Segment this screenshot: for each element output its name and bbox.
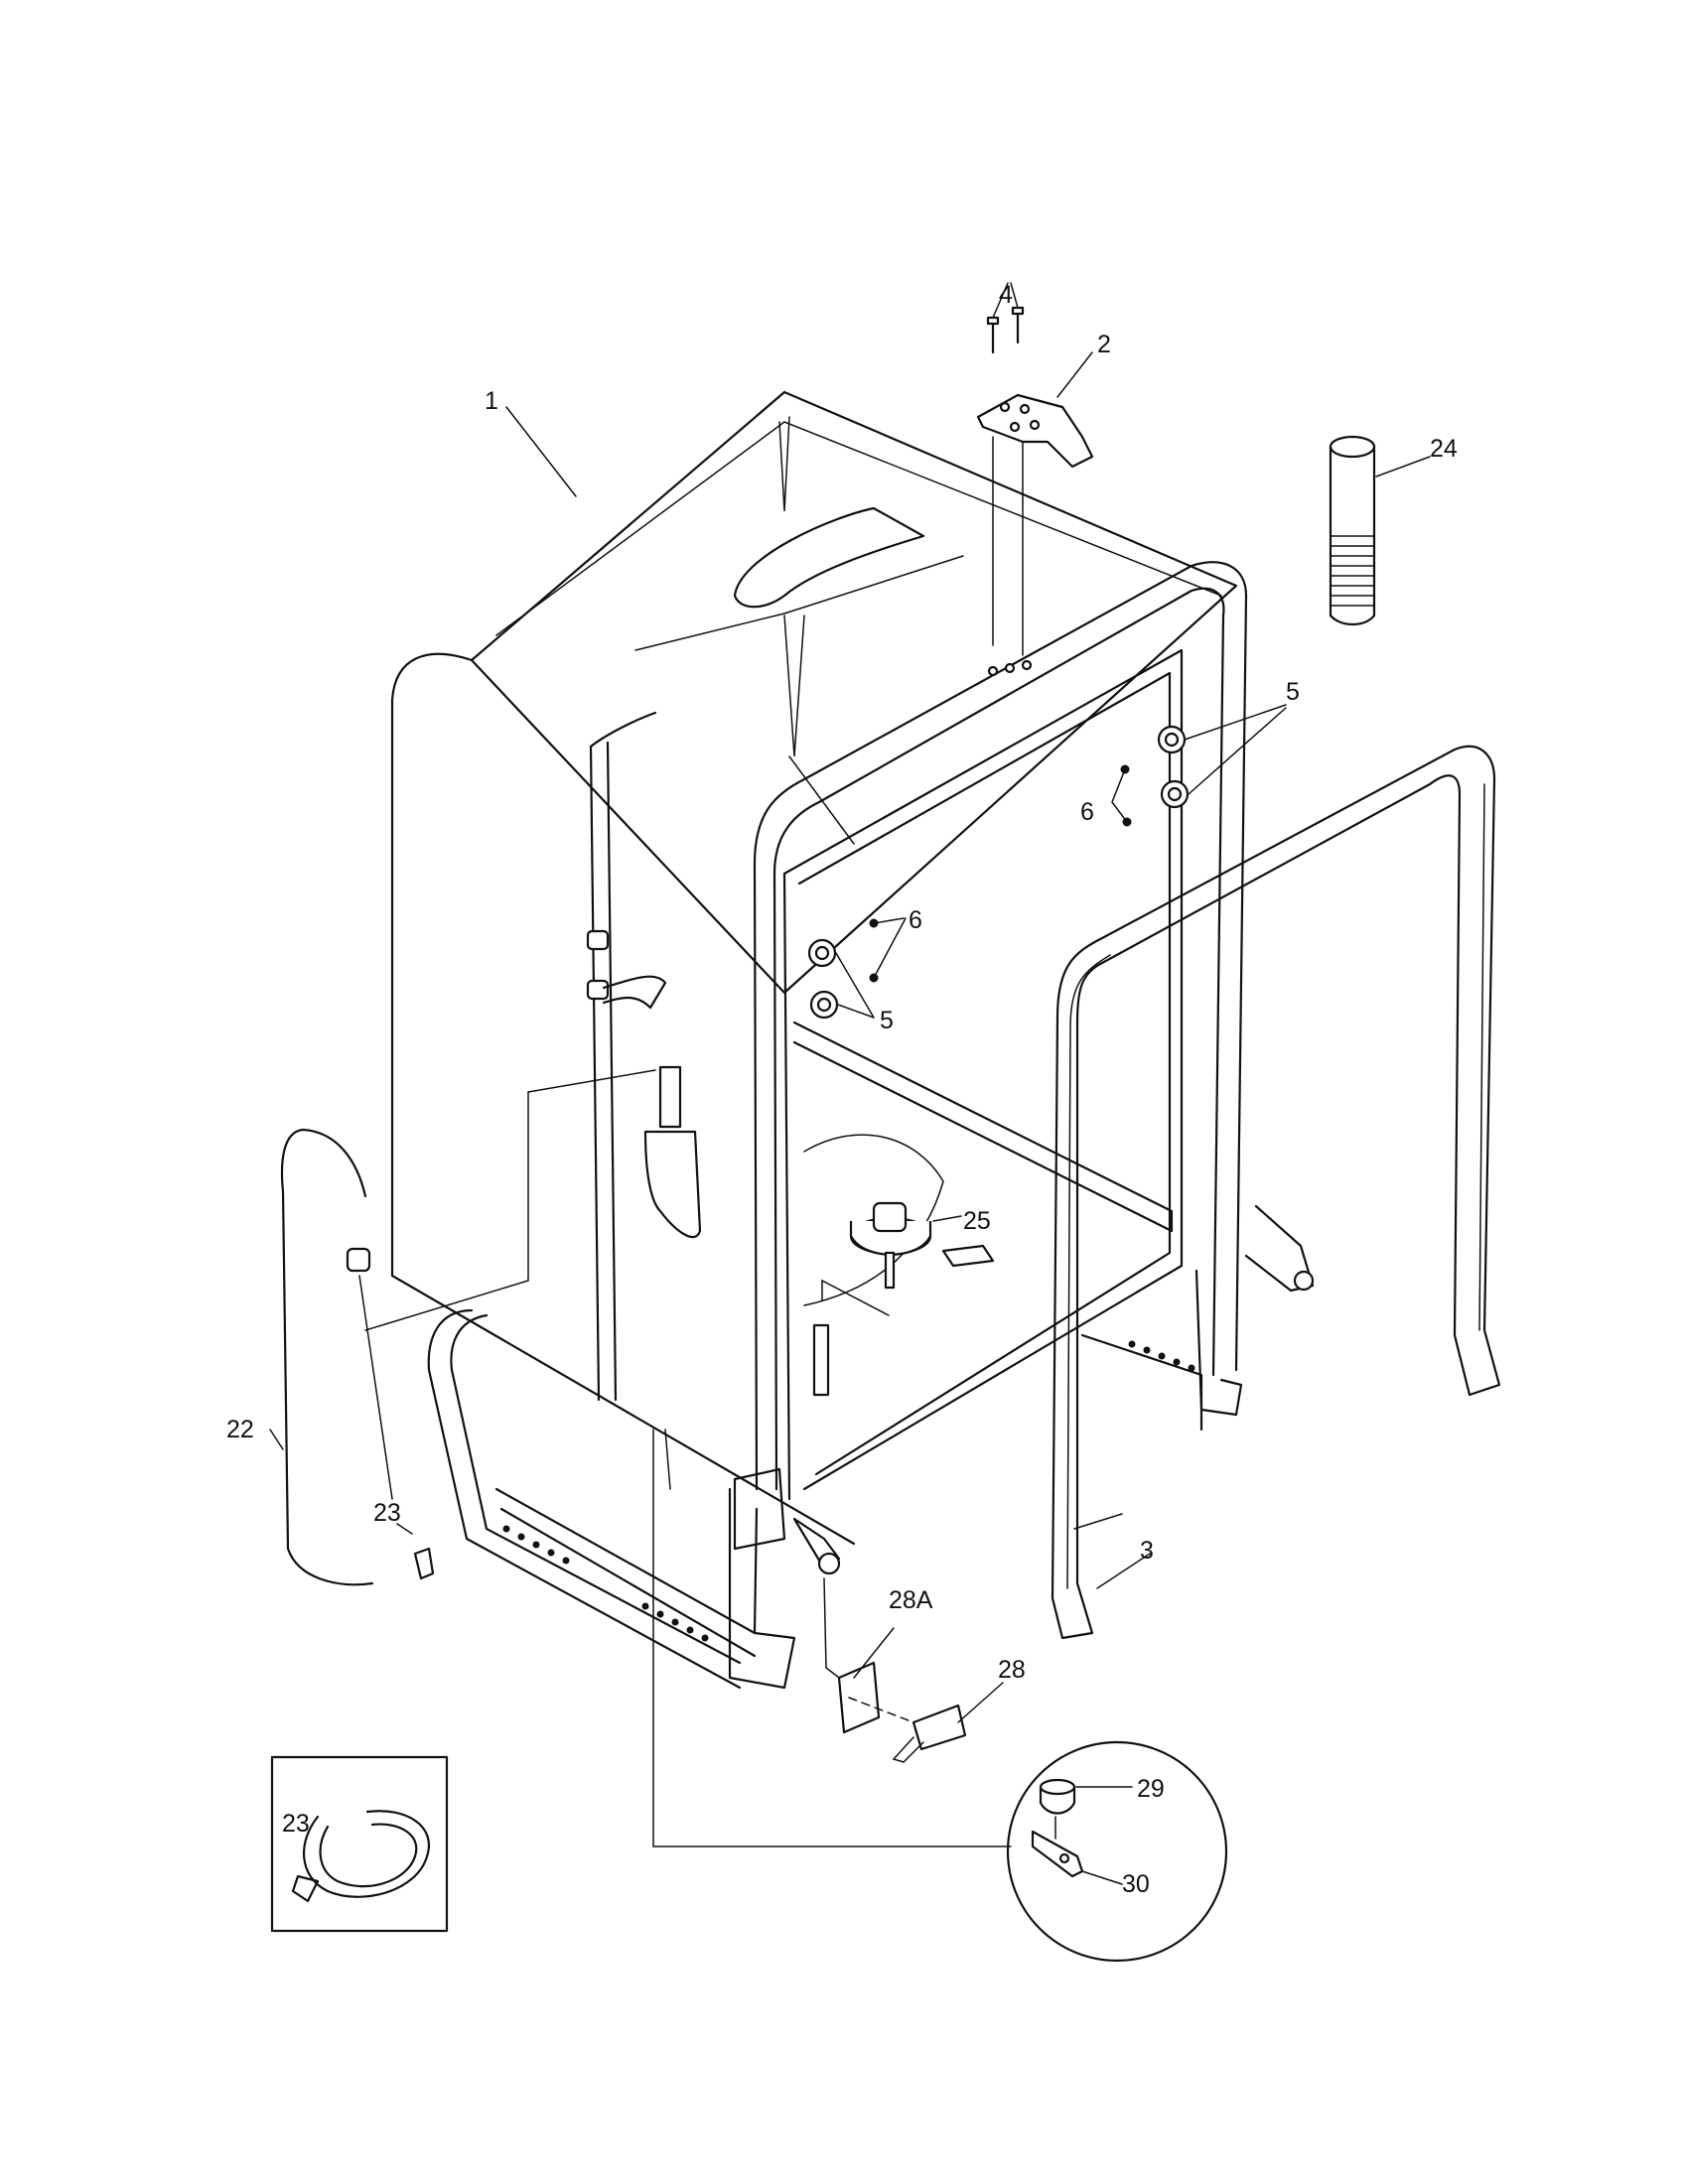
- part-2-bracket: [976, 393, 1094, 677]
- callout-28A: 28A: [889, 1586, 933, 1614]
- callout-29: 29: [1137, 1775, 1165, 1803]
- callout-5-top: 5: [1286, 678, 1300, 706]
- part-1-tub: [364, 390, 1238, 1847]
- part-5-6-rollers: [807, 704, 1287, 1020]
- callout-5-mid: 5: [880, 1007, 894, 1034]
- part-4-screws: [986, 282, 1025, 354]
- callout-24: 24: [1430, 435, 1458, 463]
- part-22-hose: [269, 1128, 374, 1586]
- callout-23-side: 23: [373, 1499, 401, 1527]
- callout-1: 1: [485, 387, 498, 415]
- callout-2: 2: [1097, 331, 1111, 358]
- callout-labels: 1 2 3 4 5 5 6 6 22 23 23 24 25 28 28A 29…: [226, 281, 1458, 1898]
- callout-3: 3: [1140, 1537, 1154, 1565]
- callout-28: 28: [998, 1656, 1026, 1684]
- part-25-float: [803, 1134, 995, 1397]
- tub-front-frame: [728, 561, 1315, 1690]
- callout-23-inset: 23: [282, 1810, 310, 1838]
- part-28-switch: [823, 1577, 1004, 1763]
- part-23-clamp: [270, 1275, 449, 1933]
- base-tube: [427, 1308, 757, 1690]
- part-3-gasket: [1051, 745, 1501, 1640]
- part-29-30-detail: [1006, 1740, 1228, 1963]
- callout-6-mid: 6: [909, 906, 922, 934]
- callout-22: 22: [226, 1416, 254, 1443]
- callout-25: 25: [963, 1207, 991, 1235]
- leader-lines: [505, 351, 1151, 1589]
- callout-6-top: 6: [1080, 798, 1094, 826]
- part-24-hose-connector: [1329, 435, 1431, 626]
- callout-30: 30: [1122, 1870, 1150, 1898]
- callout-4: 4: [999, 281, 1013, 309]
